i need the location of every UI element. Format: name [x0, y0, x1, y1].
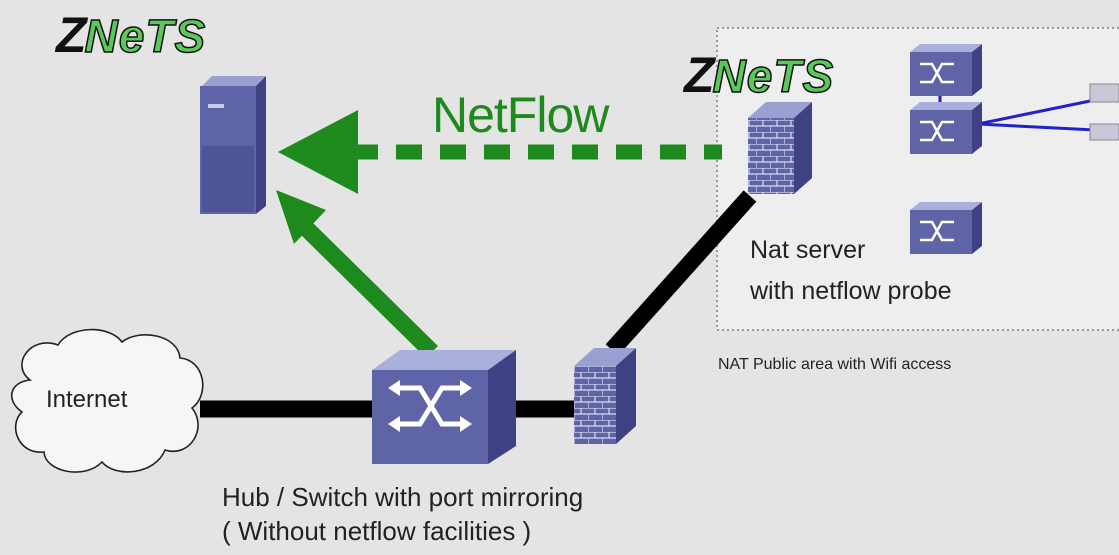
nat-switch-2-icon	[910, 102, 982, 154]
firewall-to-nat-link	[605, 190, 757, 356]
mirror-arrow-head	[276, 190, 326, 244]
server-icon	[200, 76, 266, 214]
hub-label-line2: ( Without netflow facilities )	[222, 516, 532, 546]
mirror-arrow-shaft	[300, 221, 438, 359]
netflow-arrow-head	[278, 110, 358, 194]
firewall-icon	[574, 348, 636, 444]
switch-icon	[372, 350, 516, 464]
znets-probe-logo: ZNeTS	[684, 47, 835, 103]
znets-logo: ZNeTS	[56, 7, 207, 63]
nat-switch-1-icon	[910, 44, 982, 96]
wifi-link-1	[977, 98, 1096, 126]
internet-label: Internet	[46, 386, 128, 413]
netflow-label: NetFlow	[432, 87, 609, 143]
nat-switch-3-icon	[910, 202, 982, 254]
nat-server-label-line1: Nat server	[750, 236, 866, 264]
hub-label-line1: Hub / Switch with port mirroring	[222, 482, 584, 512]
nat-firewall-icon	[748, 102, 812, 194]
wifi-link-2	[977, 122, 1096, 132]
laptop-icon	[1089, 83, 1119, 141]
nat-server-label-line2: with netflow probe	[750, 277, 952, 305]
nat-area-label: NAT Public area with Wifi access	[718, 356, 952, 373]
cloud-icon	[10, 328, 204, 473]
